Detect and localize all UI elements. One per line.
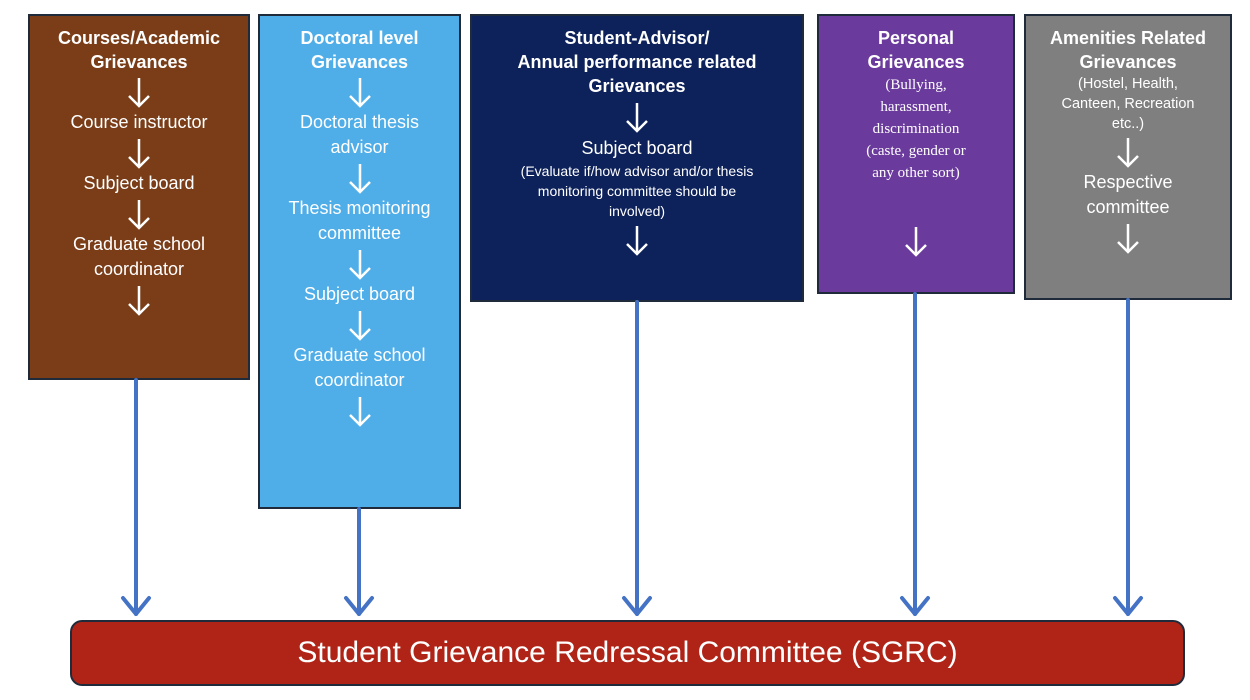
personal-note-line4: (caste, gender or [866, 143, 966, 159]
amenities-step1-line1: Respective [1083, 172, 1173, 192]
student-advisor-grievances-box: Student-Advisor/ Annual performance rela… [470, 14, 804, 302]
doctoral-step2-line2: committee [317, 223, 402, 243]
down-arrow-icon [348, 78, 371, 108]
down-arrow-icon [626, 226, 648, 256]
courses-title-line1: Courses/Academic [57, 28, 221, 48]
connector-advisor-to-sgrc [622, 300, 652, 616]
doctoral-step-subject-board: Subject board [303, 284, 416, 304]
personal-title-line2: Grievances [867, 52, 965, 72]
personal-note-line3: discrimination [872, 121, 960, 137]
sgrc-box: Student Grievance Redressal Committee (S… [70, 620, 1185, 686]
down-arrow-icon [626, 103, 648, 133]
down-arrow-icon [128, 139, 150, 169]
down-arrow-icon [128, 286, 150, 316]
courses-step-subject-board: Subject board [83, 173, 195, 193]
advisor-note-line1: (Evaluate if/how advisor and/or thesis [520, 163, 754, 179]
personal-note: (Bullying, harassment, discrimination (c… [819, 74, 1013, 184]
personal-note-line1: (Bullying, [885, 77, 947, 93]
courses-title-line2: Grievances [90, 52, 188, 72]
courses-step3-line1: Graduate school [72, 234, 206, 254]
courses-step-graduate-coordinator: Graduate school coordinator [30, 232, 248, 282]
advisor-title-line3: Grievances [588, 76, 686, 96]
down-arrow-icon [1117, 224, 1139, 254]
amenities-step1-line2: committee [1086, 197, 1170, 217]
connector-amenities-to-sgrc [1113, 298, 1143, 616]
connector-personal-to-sgrc [900, 292, 930, 616]
doctoral-step-graduate-coordinator: Graduate school coordinator [260, 343, 459, 393]
doctoral-step1-line1: Doctoral thesis [299, 112, 420, 132]
sgrc-label: Student Grievance Redressal Committee (S… [297, 636, 958, 669]
amenities-title-line2: Grievances [1079, 52, 1177, 72]
connector-courses-to-sgrc [121, 378, 151, 616]
down-arrow-icon [348, 164, 371, 194]
personal-note-line5: any other sort) [872, 165, 960, 181]
doctoral-step4-line2: coordinator [314, 370, 405, 390]
amenities-note-line2: Canteen, Recreation [1061, 96, 1195, 112]
down-arrow-icon [348, 250, 371, 280]
advisor-title-line2: Annual performance related [517, 52, 757, 72]
doctoral-title: Doctoral level Grievances [260, 26, 459, 74]
courses-title: Courses/Academic Grievances [30, 26, 248, 74]
amenities-grievances-box: Amenities Related Grievances (Hostel, He… [1024, 14, 1232, 300]
advisor-note-line3: involved) [608, 203, 666, 219]
personal-grievances-box: Personal Grievances (Bullying, harassmen… [817, 14, 1015, 294]
doctoral-step2-line1: Thesis monitoring [288, 198, 431, 218]
advisor-note-line2: monitoring committee should be [537, 183, 737, 199]
doctoral-step1-line2: advisor [330, 137, 389, 157]
personal-title-line1: Personal [877, 28, 955, 48]
doctoral-title-line2: Grievances [310, 52, 409, 72]
down-arrow-icon [348, 397, 371, 427]
personal-title: Personal Grievances [819, 26, 1013, 74]
amenities-title: Amenities Related Grievances [1026, 26, 1230, 74]
down-arrow-icon [905, 227, 927, 257]
amenities-title-line1: Amenities Related [1049, 28, 1207, 48]
doctoral-grievances-box: Doctoral level Grievances Doctoral thesi… [258, 14, 461, 509]
doctoral-title-line1: Doctoral level [300, 28, 419, 48]
personal-note-line2: harassment, [880, 99, 952, 115]
down-arrow-icon [348, 311, 371, 341]
amenities-note-line3: etc..) [1111, 116, 1145, 132]
amenities-note-line1: (Hostel, Health, [1078, 76, 1178, 92]
advisor-step-subject-board: Subject board [581, 138, 693, 158]
doctoral-step-thesis-committee: Thesis monitoring committee [260, 196, 459, 246]
connector-doctoral-to-sgrc [344, 507, 374, 616]
doctoral-step4-line1: Graduate school [293, 345, 426, 365]
doctoral-step-thesis-advisor: Doctoral thesis advisor [260, 110, 459, 160]
down-arrow-icon [1117, 138, 1139, 168]
down-arrow-icon [128, 200, 150, 230]
amenities-note: (Hostel, Health, Canteen, Recreation etc… [1026, 74, 1230, 134]
amenities-step-respective-committee: Respective committee [1026, 170, 1230, 220]
advisor-title: Student-Advisor/ Annual performance rela… [472, 26, 802, 98]
courses-step-course-instructor: Course instructor [70, 112, 208, 132]
advisor-title-line1: Student-Advisor/ [564, 28, 710, 48]
courses-academic-grievances-box: Courses/Academic Grievances Course instr… [28, 14, 250, 380]
advisor-note: (Evaluate if/how advisor and/or thesis m… [472, 161, 802, 221]
down-arrow-icon [128, 78, 150, 108]
courses-step3-line2: coordinator [93, 259, 185, 279]
